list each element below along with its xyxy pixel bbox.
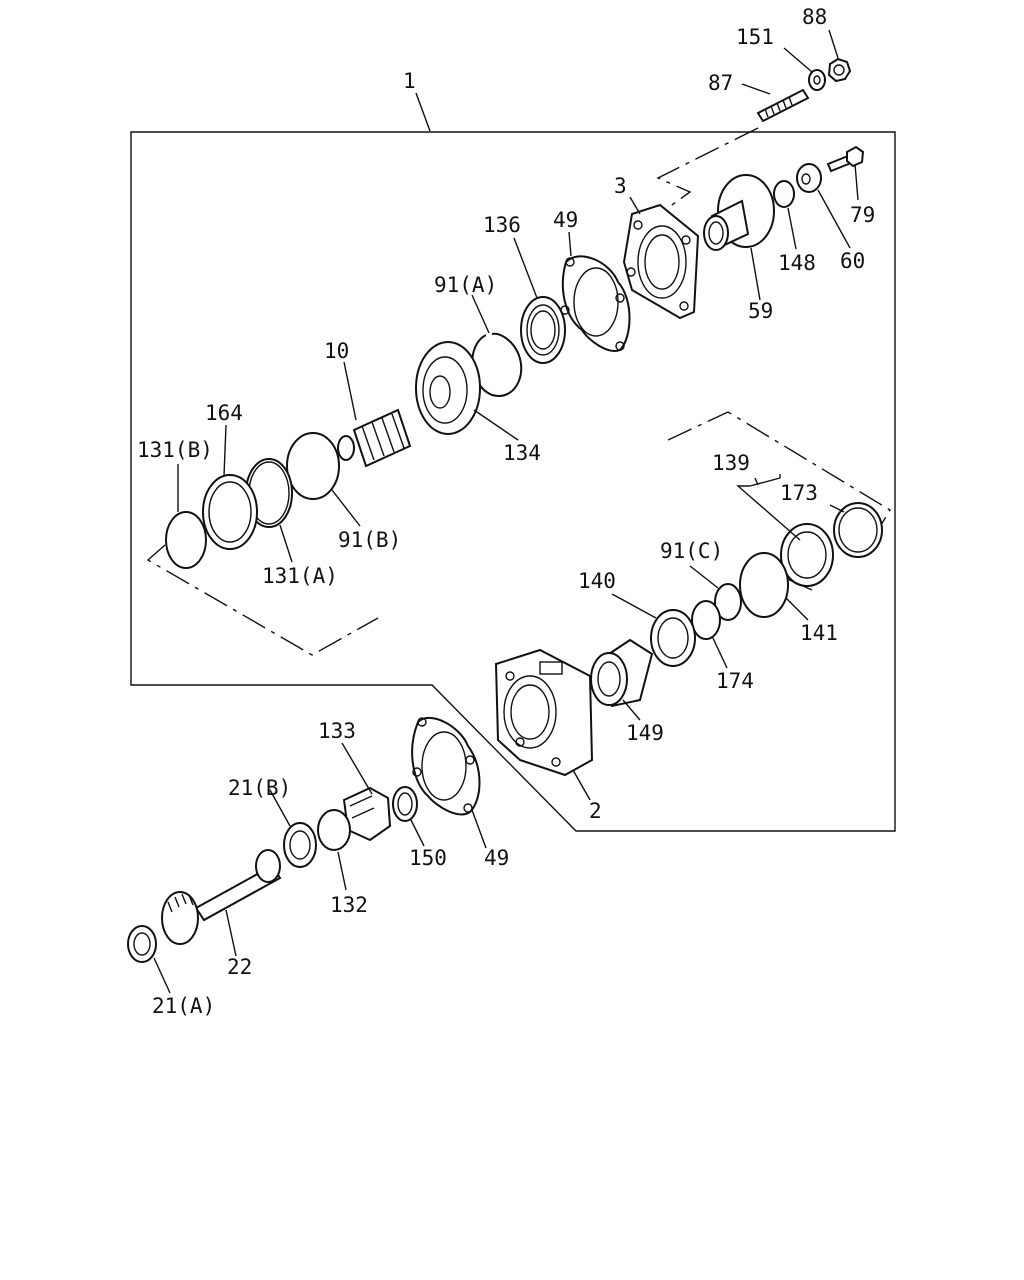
callout-label: 91(A) [434,273,497,297]
callout-label: 173 [780,481,818,505]
callout-label: 22 [227,955,252,979]
callout-label: 3 [614,174,627,198]
callout-label: 133 [318,719,356,743]
part-91b-snap-ring [286,432,340,500]
callout-label: 1 [403,69,416,93]
part-150-needle-bearing [392,786,418,822]
part-3-cover [622,203,700,320]
part-149-bearing [590,638,654,708]
callout-label: 136 [483,213,521,237]
part-173-ring [833,502,883,558]
part-79-bolt [826,145,865,173]
callout-label: 140 [578,569,616,593]
part-21a-bearing [127,925,157,963]
part-164-needle-ring [202,474,258,550]
callout-label: 88 [802,5,827,29]
part-59-flange [703,174,775,251]
part-136-seal [520,296,566,364]
callout-label: 87 [708,71,733,95]
part-21b-bearing [283,822,317,868]
part-139-race [780,523,834,591]
callout-label: 21(B) [228,776,291,800]
part-151-washer [808,69,826,91]
callout-label: 174 [716,669,754,693]
callout-label: 134 [503,441,541,465]
callout-label: 79 [850,203,875,227]
part-49-gasket-upper [560,255,631,352]
part-49-gasket-lower [411,716,481,816]
callout-label: 148 [778,251,816,275]
part-22-shaft [161,849,282,945]
part-148-oring [773,180,795,208]
part-141-oring [739,552,789,618]
callout-label: 60 [840,249,865,273]
callout-label: 59 [748,299,773,323]
part-91c-ring [714,583,742,621]
part-174-ring [691,600,721,640]
callout-label: 49 [484,846,509,870]
callout-label: 131(A) [262,564,338,588]
callout-label: 132 [330,893,368,917]
callout-label: 21(A) [152,994,215,1018]
part-2-housing [494,648,594,777]
part-134-bearing [415,341,481,435]
callout-label: 150 [409,846,447,870]
callout-label: 151 [736,25,774,49]
part-132-ring [317,809,351,851]
callout-label: 49 [553,208,578,232]
subgroup-outline-left [146,544,379,656]
part-87-stud [756,88,810,123]
stud-link-line [656,127,759,213]
callout-label: 91(B) [338,528,401,552]
leader-lines [153,29,859,994]
assembly-boundary [130,131,896,832]
subgroup-outline-right [667,411,891,531]
callout-label: 139 [712,451,750,475]
callout-label: 131(B) [137,438,213,462]
callout-label: 10 [324,339,349,363]
callout-label: 91(C) [660,539,723,563]
callout-label: 149 [626,721,664,745]
callout-label: 164 [205,401,243,425]
part-140-bearing [650,609,696,667]
callout-label: 141 [800,621,838,645]
part-60-nut [796,163,822,193]
part-131b-ring [165,511,207,569]
callout-labels: 1 88 151 87 3 79 136 49 148 60 59 91(A) … [137,5,875,1018]
callout-label: 2 [589,799,602,823]
part-88-nut [827,57,852,83]
part-10-shaft [337,408,412,468]
